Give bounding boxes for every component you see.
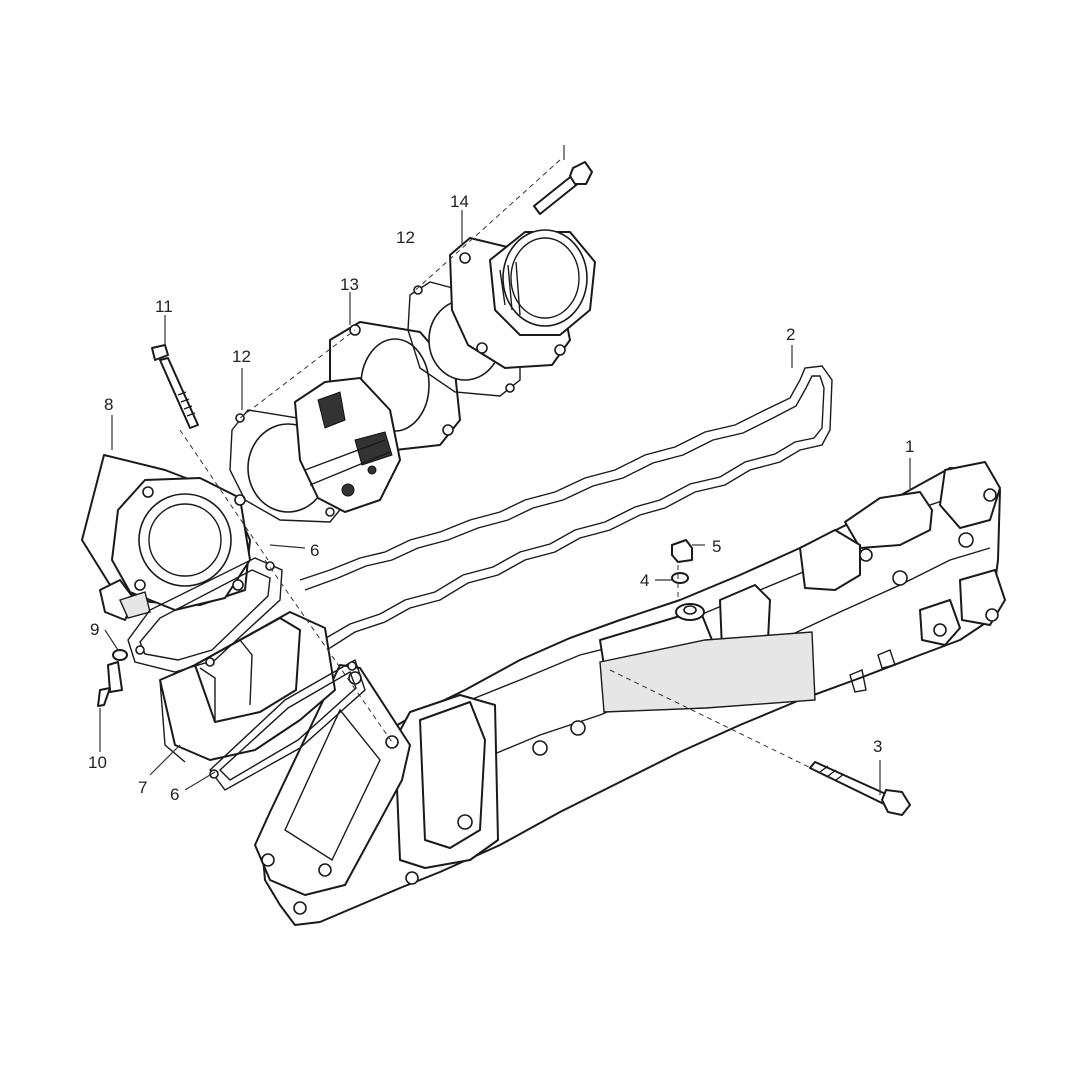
upper-bolt: [533, 161, 593, 215]
callout-7: 7: [138, 778, 147, 797]
callout-5: 5: [712, 537, 721, 556]
bolt-11: [151, 344, 199, 429]
seal-ring-9: [112, 649, 128, 661]
callout-9: 9: [90, 620, 99, 639]
leader-lines: [99, 145, 911, 795]
intake-duct: [159, 611, 336, 763]
throttle-valve: [294, 321, 461, 513]
bolt-3: [809, 761, 911, 816]
manifold-gasket: [299, 365, 833, 653]
assembly-guides: [179, 159, 816, 771]
callout-13: 13: [340, 275, 359, 294]
callout-8: 8: [104, 395, 113, 414]
callout-12-lower: 12: [232, 347, 251, 366]
callout-labels: 1 2 3 4 5 6 6 7 8 9 10 11 12 12 13 14: [88, 192, 914, 804]
callout-14: 14: [450, 192, 469, 211]
callout-10: 10: [88, 753, 107, 772]
callout-12-upper: 12: [396, 228, 415, 247]
throttle-housing: [81, 454, 251, 621]
callout-2: 2: [786, 325, 795, 344]
plug-5: [671, 539, 693, 563]
inlet-elbow: [254, 664, 411, 896]
callout-3: 3: [873, 737, 882, 756]
lower-gasket: [209, 658, 366, 791]
callout-6-upper: 6: [310, 541, 319, 560]
seal-ring-4: [671, 572, 689, 584]
callout-1: 1: [905, 437, 914, 456]
callout-6-lower: 6: [170, 785, 179, 804]
inlet-connector: [449, 229, 596, 369]
intake-manifold: [261, 461, 1006, 926]
upper-gasket: [127, 557, 283, 673]
callout-11: 11: [155, 297, 173, 316]
callout-4: 4: [640, 571, 649, 590]
sensor-10: [97, 661, 123, 707]
